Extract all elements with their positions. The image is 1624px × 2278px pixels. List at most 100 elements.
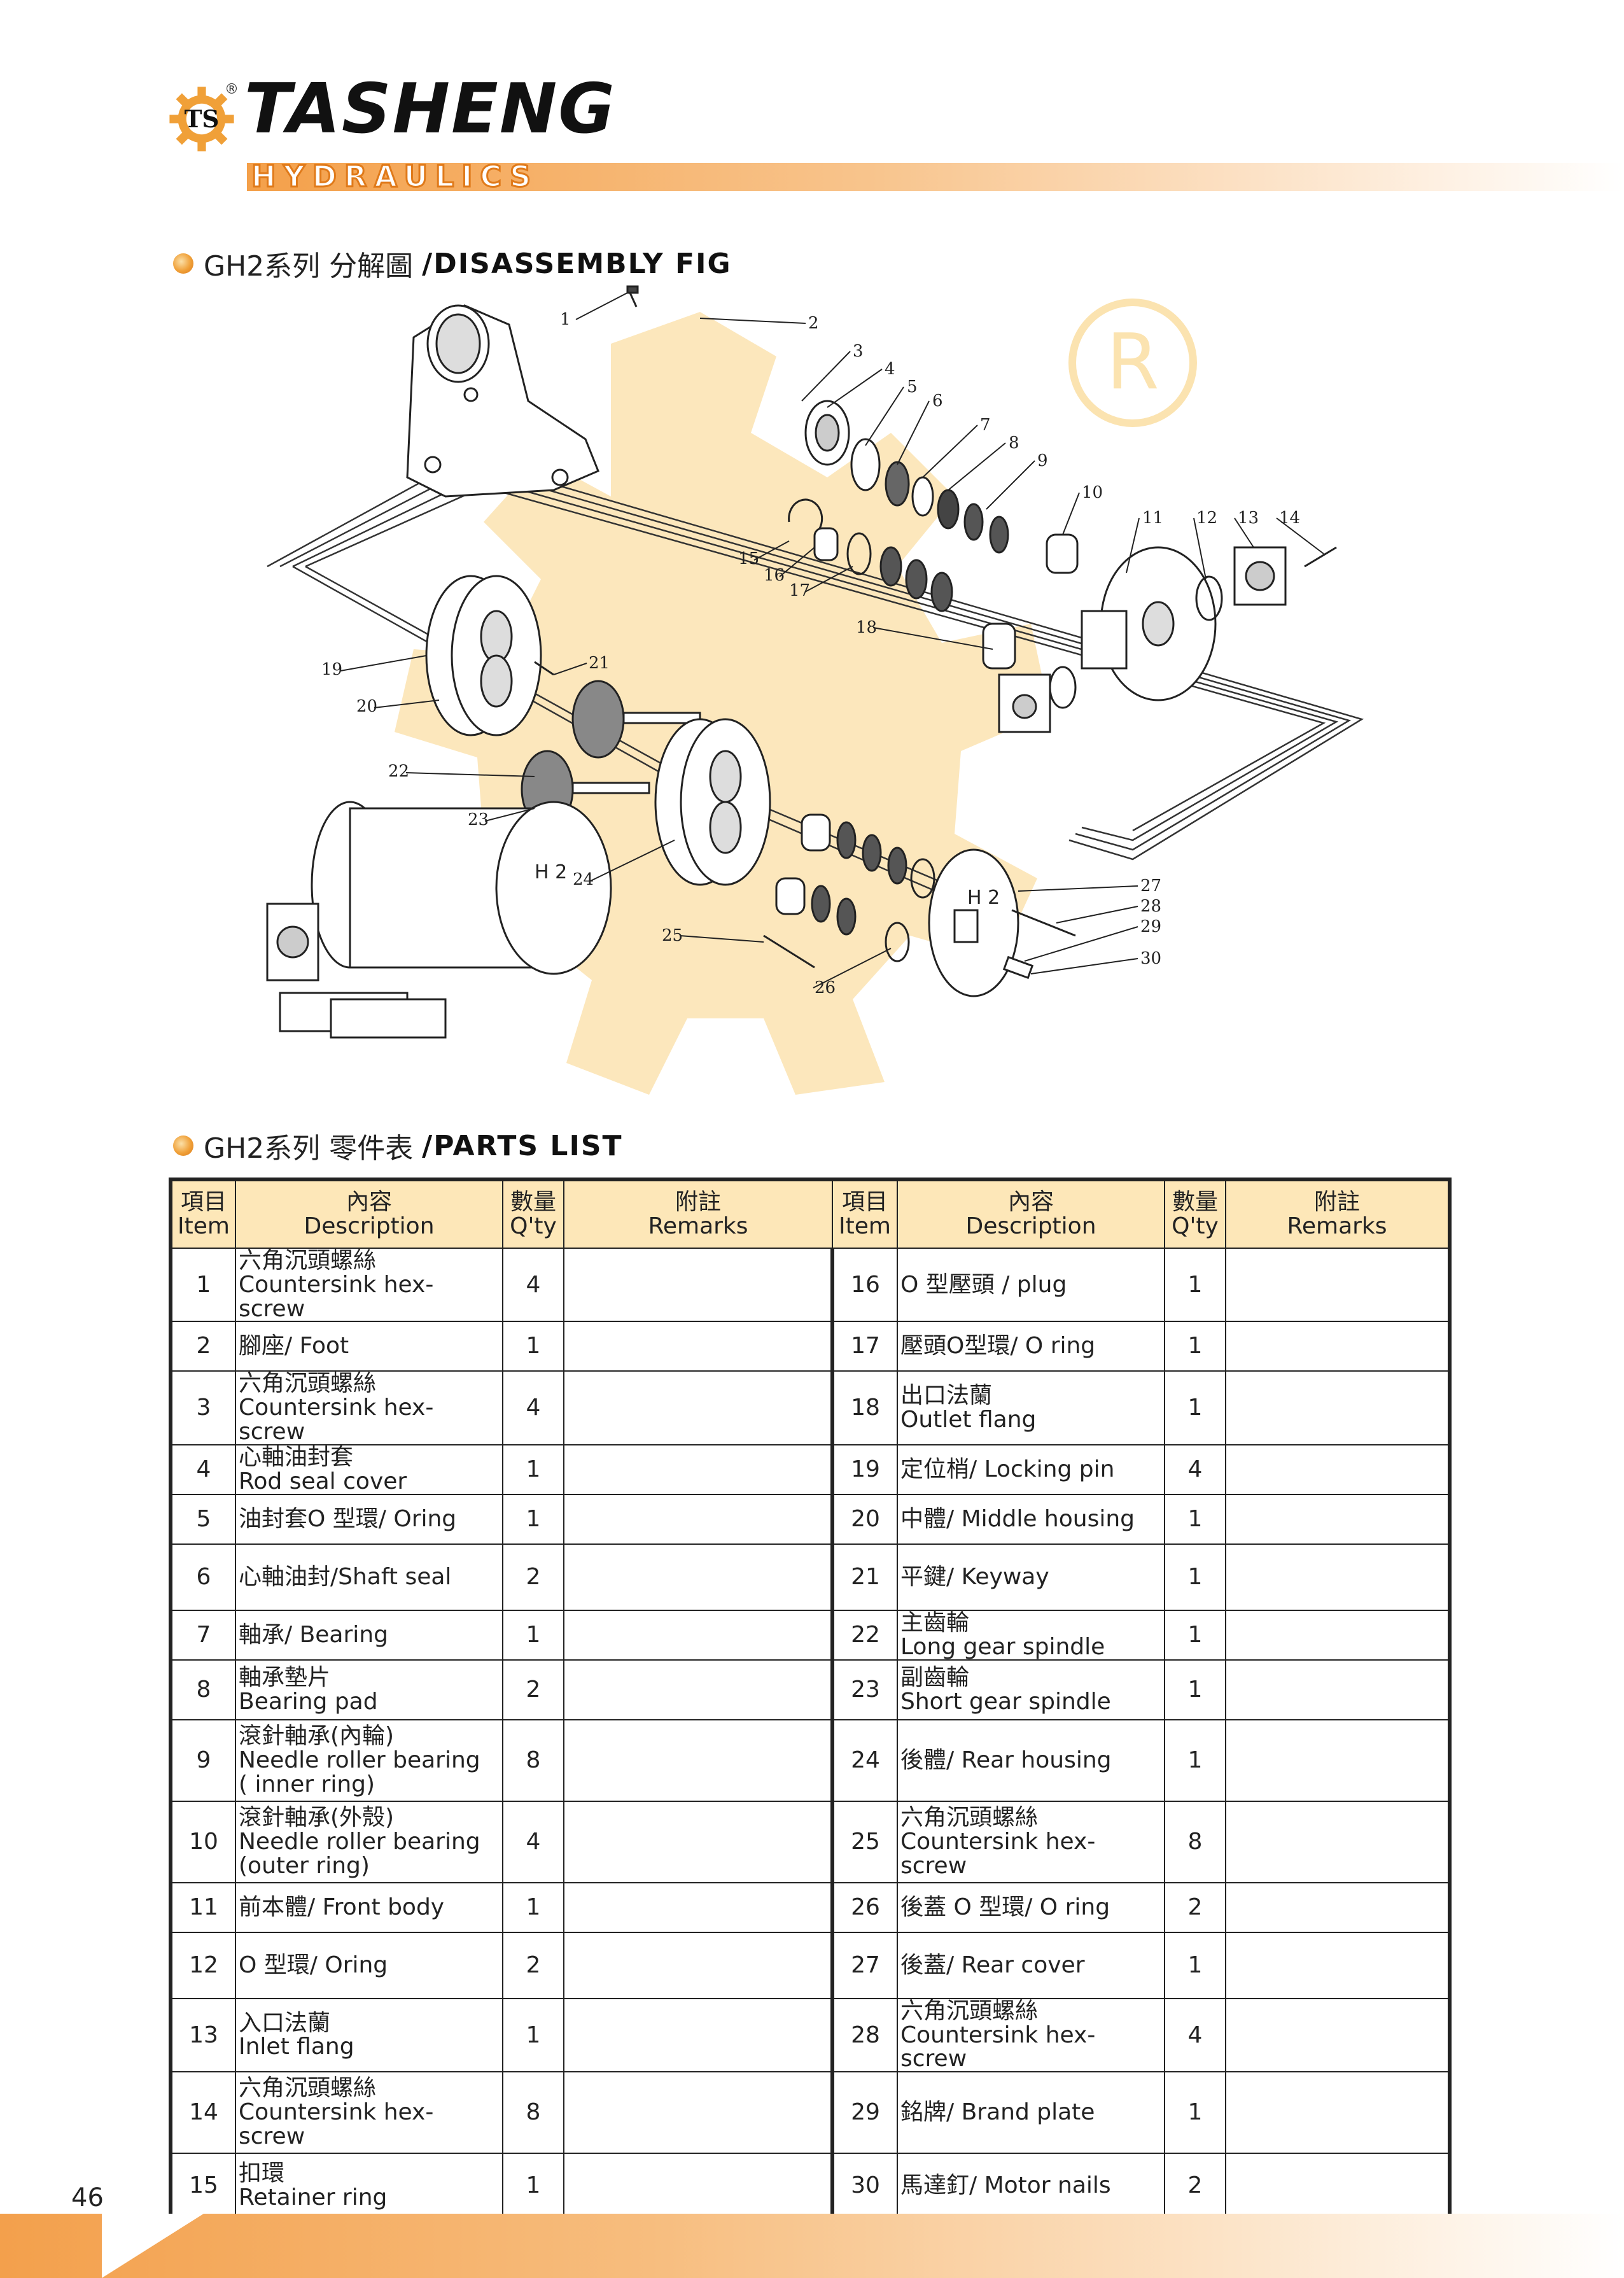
callout-27: 27 (1140, 876, 1161, 896)
item-number: 29 (830, 2071, 898, 2155)
item-quantity: 1 (1164, 1493, 1226, 1545)
item-number: 24 (830, 1719, 898, 1802)
item-remarks (563, 1659, 833, 1720)
rear-cover: H 2 (928, 848, 1019, 997)
item-quantity-line: 8 (526, 2099, 541, 2126)
item-quantity: 4 (1164, 1444, 1226, 1495)
item-quantity: 4 (502, 1247, 564, 1323)
item-number: 28 (830, 1997, 898, 2073)
item-quantity: 4 (502, 1370, 564, 1445)
callout-29: 29 (1140, 917, 1161, 936)
item-remarks (563, 1370, 833, 1445)
item-quantity-line: 1 (526, 1333, 541, 1360)
item-number-line: 24 (851, 1747, 880, 1773)
screw-part-1 (626, 285, 639, 307)
rear-housing (654, 718, 771, 886)
callout-20: 20 (356, 697, 377, 716)
item-number: 9 (170, 1719, 236, 1802)
callout-1: 1 (560, 310, 571, 329)
item-remarks (563, 1321, 833, 1372)
item-remarks (1225, 1719, 1450, 1802)
item-number-line: 4 (196, 1456, 211, 1482)
callout-6: 6 (932, 391, 943, 411)
callout-labels: 1 2 3 4 5 6 7 8 9 10 11 12 13 14 15 16 1… (321, 310, 1300, 997)
disassembly-title-en: /DISASSEMBLY FIG (422, 247, 732, 280)
item-number-line: 25 (851, 1828, 880, 1855)
item-description-line: 馬達釘/ Motor nails (900, 2172, 1111, 2199)
page-number: 46 (71, 2183, 104, 2212)
item-number-line: 3 (196, 1395, 211, 1421)
item-quantity: 2 (1164, 2153, 1226, 2221)
item-description-line: 後體/ Rear housing (900, 1747, 1112, 1773)
item-number: 10 (170, 1800, 236, 1883)
item-number: 4 (170, 1444, 236, 1495)
assembled-pump: H 2 (266, 801, 612, 1039)
item-remarks (1225, 1800, 1450, 1883)
item-description: 平鍵/ Keyway (897, 1543, 1165, 1611)
item-description-line: 軸承墊片 (239, 1664, 331, 1691)
item-quantity-line: 1 (1187, 2099, 1203, 2126)
item-quantity-line: 2 (526, 1676, 541, 1703)
item-quantity-line: 1 (1187, 1676, 1203, 1703)
front-body (1081, 546, 1217, 701)
item-quantity-line: 1 (1187, 1333, 1203, 1360)
item-description-line: 心軸油封/Shaft seal (239, 1563, 452, 1590)
item-quantity: 1 (1164, 1719, 1226, 1802)
item-description-line: O 型環/ Oring (239, 1951, 388, 1978)
parts-list-heading: GH2系列 零件表 /PARTS LIST (173, 1127, 623, 1165)
item-description: 腳座/ Foot (235, 1321, 503, 1372)
item-remarks (563, 1997, 833, 2073)
item-quantity: 4 (502, 1800, 564, 1883)
item-number: 22 (830, 1609, 898, 1661)
item-description-line: 後蓋/ Rear cover (900, 1951, 1085, 1978)
item-quantity: 1 (502, 1321, 564, 1372)
item-quantity: 2 (502, 1543, 564, 1611)
item-quantity-line: 1 (526, 1456, 541, 1482)
disassembly-heading: GH2系列 分解圖 /DISASSEMBLY FIG (173, 244, 732, 283)
item-number-line: 1 (196, 1271, 211, 1298)
bullet-icon (173, 1135, 193, 1156)
item-description-line: 油封套O 型環/ Oring (239, 1505, 457, 1532)
footer-notch (102, 2214, 204, 2278)
item-description-line: Countersink hex-screw (900, 2021, 1096, 2072)
item-description: 壓頭O型環/ O ring (897, 1321, 1165, 1372)
item-description-line: Needle roller bearing (239, 1747, 480, 1773)
item-remarks (563, 2071, 833, 2155)
item-quantity-line: 1 (1187, 1951, 1203, 1978)
item-remarks (563, 1609, 833, 1661)
item-number: 14 (170, 2071, 236, 2155)
item-number: 26 (830, 1881, 898, 1933)
item-quantity: 1 (502, 1444, 564, 1495)
item-number: 19 (830, 1444, 898, 1495)
callout-5: 5 (907, 377, 918, 397)
item-description-line: Retainer ring (239, 2184, 388, 2211)
item-number: 17 (830, 1321, 898, 1372)
item-description: O 型環/ Oring (235, 1931, 503, 1999)
item-quantity: 2 (502, 1931, 564, 1999)
item-description-line: Outlet flang (900, 1407, 1037, 1433)
item-quantity-line: 1 (526, 1894, 541, 1920)
callout-13: 13 (1238, 509, 1259, 528)
item-description-line: Long gear spindle (900, 1633, 1105, 1660)
item-remarks (563, 1444, 833, 1495)
item-number-line: 16 (851, 1271, 880, 1298)
item-number-line: 8 (196, 1676, 211, 1703)
item-quantity: 1 (502, 1997, 564, 2073)
item-quantity: 2 (502, 1659, 564, 1720)
item-description-line: 六角沉頭螺絲 (239, 1248, 377, 1274)
